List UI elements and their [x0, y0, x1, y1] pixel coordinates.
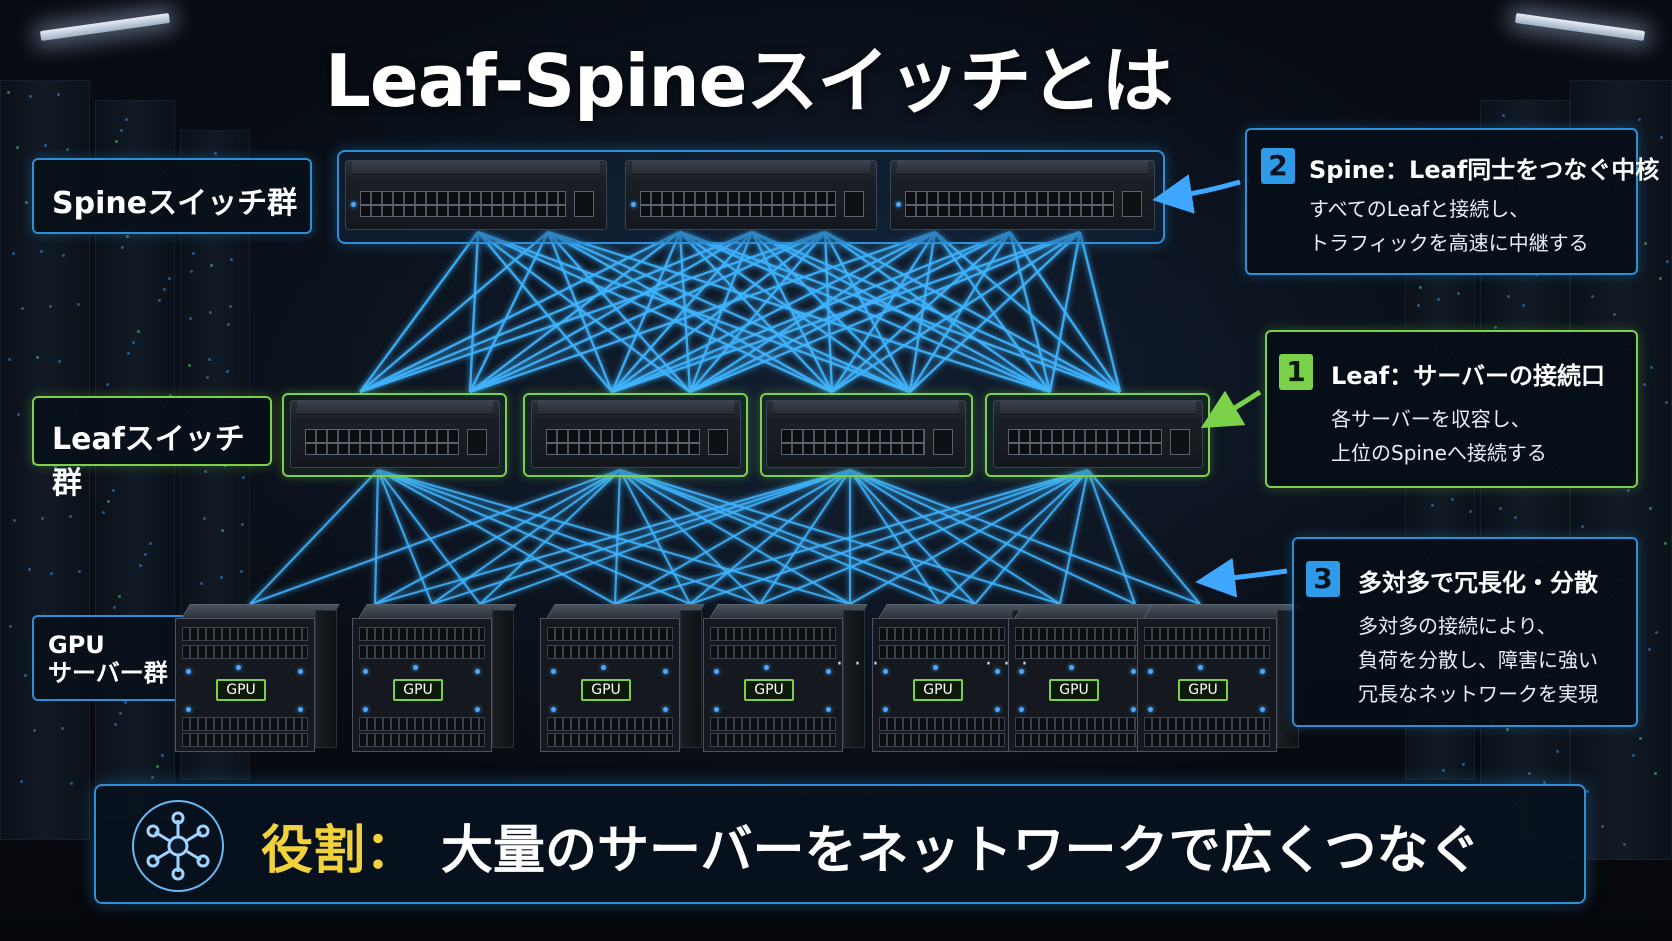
banner-description: 大量のサーバーをネットワークで広くつなぐ — [441, 821, 1481, 881]
gpu-server-group-label: GPU サーバー群 — [32, 615, 187, 701]
server-ellipsis-2: · · · — [985, 652, 1030, 677]
gpu-tag: GPU — [744, 679, 794, 701]
callout-number-1: 1 — [1279, 354, 1313, 390]
spine-switch-2 — [625, 160, 877, 230]
spine-switch-3 — [890, 160, 1155, 230]
spine-switch-1 — [345, 160, 607, 230]
gpu-tag: GPU — [393, 679, 443, 701]
role-banner: 役割： 大量のサーバーをネットワークで広くつなぐ — [94, 784, 1586, 904]
gpu-label-line2: サーバー群 — [48, 659, 168, 687]
multi-callout: 3 多対多で冗長化・分散 多対多の接続により、 負荷を分散し、障害に強い 冗長な… — [1292, 537, 1638, 727]
leaf-switch-3 — [766, 400, 966, 468]
leaf-callout-body: 各サーバーを収容し、 上位のSpineへ接続する — [1331, 402, 1547, 470]
gpu-tag: GPU — [1178, 679, 1228, 701]
gpu-tag: GPU — [581, 679, 631, 701]
spine-callout-line2: トラフィックを高速に中継する — [1309, 231, 1589, 255]
multi-callout-line2: 負荷を分散し、障害に強い — [1358, 648, 1598, 672]
spine-callout: 2 Spine：Leaf同士をつなぐ中核 すべてのLeafと接続し、 トラフィッ… — [1245, 128, 1659, 275]
spine-callout-body: すべてのLeafと接続し、 トラフィックを高速に中継する — [1309, 192, 1589, 260]
leaf-callout-arrow — [1200, 389, 1262, 429]
multi-callout-heading: 多対多で冗長化・分散 — [1358, 569, 1598, 597]
gpu-server: GPU — [352, 604, 517, 752]
multi-callout-arrow — [1195, 557, 1288, 598]
leaf-group-label: Leafスイッチ群 — [32, 396, 272, 501]
multi-callout-line3: 冗長なネットワークを実現 — [1358, 682, 1598, 706]
gpu-server: GPU — [703, 604, 868, 752]
gpu-tag: GPU — [216, 679, 266, 701]
spine-callout-arrow — [1152, 174, 1241, 214]
gpu-label-line1: GPU — [48, 631, 105, 659]
callout-number-3: 3 — [1306, 561, 1340, 597]
network-hub-icon — [132, 800, 224, 892]
leaf-switch-4 — [993, 400, 1203, 468]
leaf-switch-2 — [531, 400, 741, 468]
gpu-server: GPU — [540, 604, 705, 752]
multi-callout-body: 多対多の接続により、 負荷を分散し、障害に強い 冗長なネットワークを実現 — [1358, 609, 1598, 711]
spine-group-label: Spineスイッチ群 — [32, 158, 312, 234]
banner-role-label: 役割： — [261, 821, 418, 881]
page-title: Leaf-Spineスイッチとは — [325, 39, 1173, 123]
leaf-callout: 1 Leaf：サーバーの接続口 各サーバーを収容し、 上位のSpineへ接続する — [1265, 330, 1638, 488]
leaf-callout-line1: 各サーバーを収容し、 — [1331, 407, 1531, 431]
callout-number-2: 2 — [1261, 148, 1295, 184]
gpu-tag: GPU — [913, 679, 963, 701]
gpu-server: GPU — [175, 604, 340, 752]
multi-callout-line1: 多対多の接続により、 — [1358, 614, 1557, 638]
leaf-callout-line2: 上位のSpineへ接続する — [1331, 441, 1547, 465]
spine-callout-heading: Spine：Leaf同士をつなぐ中核 — [1309, 156, 1660, 184]
server-ellipsis-1: · · · — [836, 652, 881, 677]
leaf-callout-heading: Leaf：サーバーの接続口 — [1331, 362, 1605, 390]
leaf-switch-1 — [290, 400, 500, 468]
gpu-tag: GPU — [1049, 679, 1099, 701]
spine-callout-line1: すべてのLeafと接続し、 — [1309, 197, 1530, 221]
